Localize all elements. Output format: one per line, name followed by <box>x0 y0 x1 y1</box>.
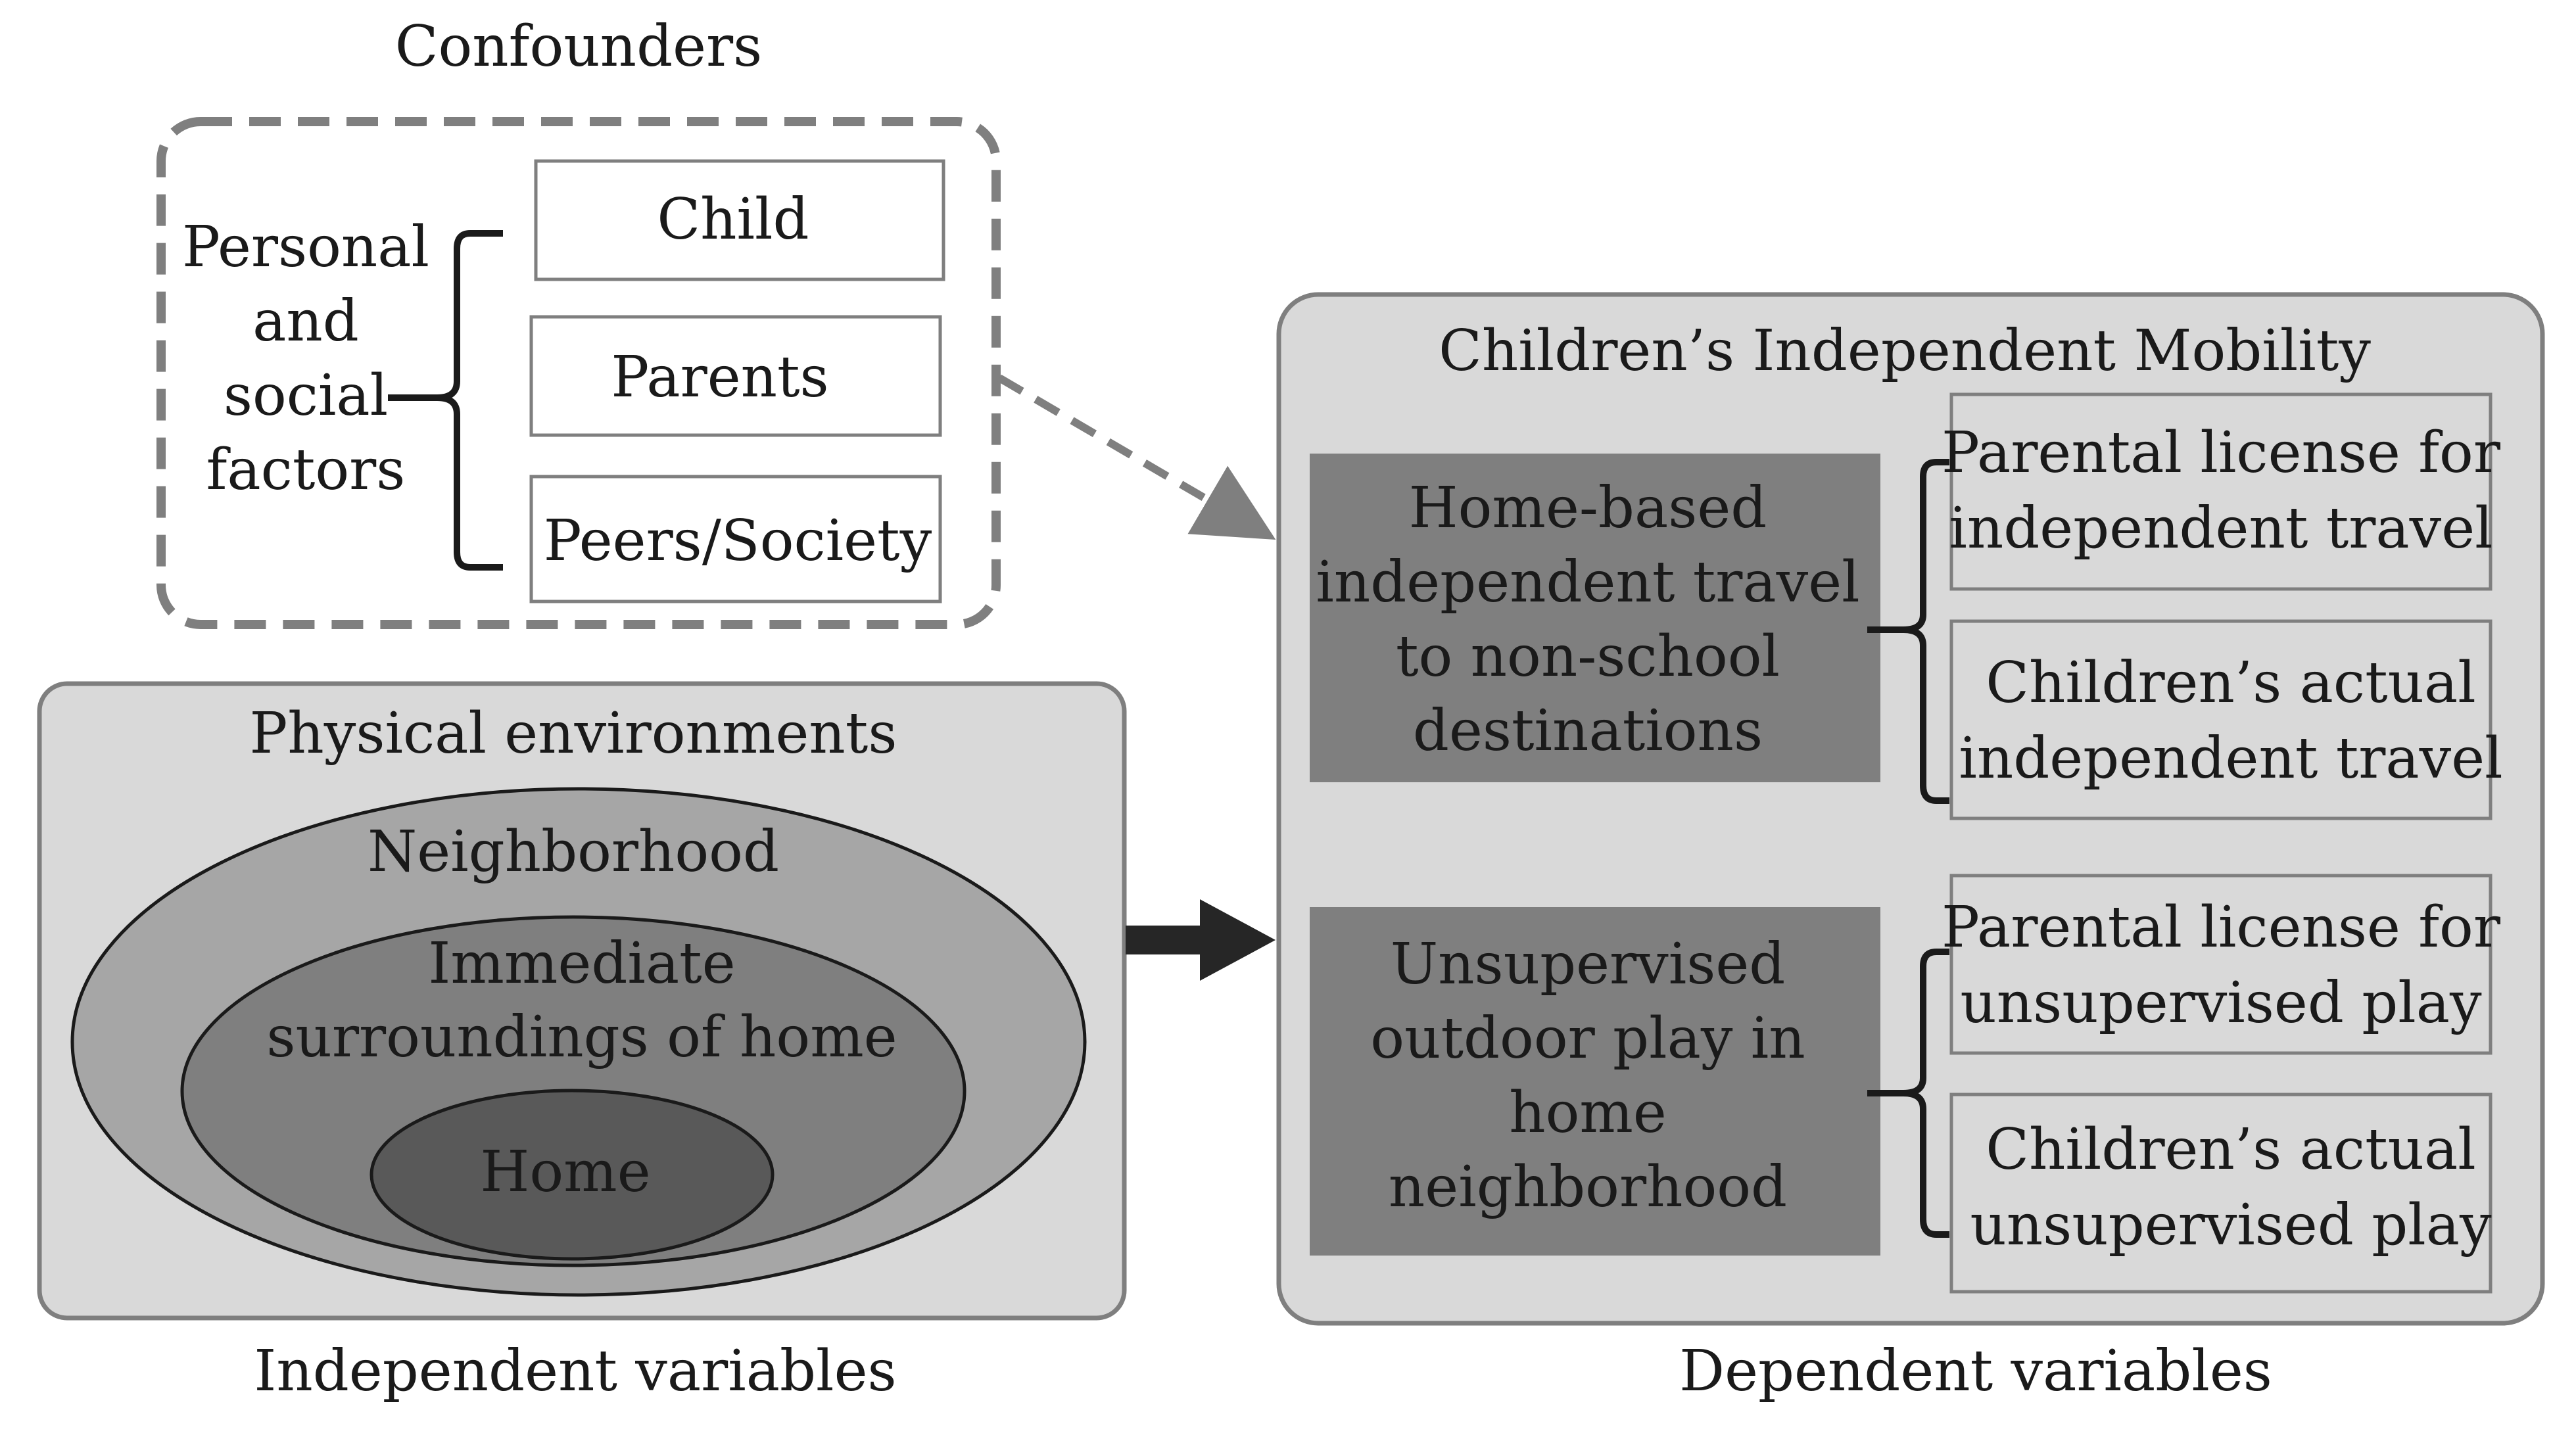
cim-group-label-line: home <box>1509 1080 1667 1146</box>
independent-variables-caption: Independent variables <box>254 1338 896 1404</box>
cim-group-label: Unsupervised outdoor play in home neighb… <box>1370 931 1805 1220</box>
cim-title: Children’s Independent Mobility <box>1439 318 2371 384</box>
cim-item-box <box>1949 392 2493 591</box>
confounders-brace <box>388 230 503 571</box>
cim-group-box <box>1310 907 1880 1256</box>
cim-item-line: Children’s actual <box>1986 650 2476 716</box>
confounders-group-label: Personal and social factors <box>182 214 429 503</box>
home-label: Home <box>480 1139 650 1205</box>
cim-group-box <box>1310 454 1880 782</box>
cim-item-line: unsupervised play <box>1970 1192 2492 1258</box>
cim-brace <box>1867 949 1949 1238</box>
cim-group-label-line: neighborhood <box>1389 1154 1787 1220</box>
main-arrow <box>1126 899 1276 981</box>
cim-group-label: Home-based independent travel to non-sch… <box>1316 475 1859 764</box>
immediate-surroundings-label: Immediate <box>428 931 735 997</box>
cim-group-label-line: outdoor play in <box>1370 1006 1805 1071</box>
confounder-box-peers <box>529 475 942 603</box>
physical-title: Physical environments <box>250 701 897 766</box>
dependent-variables-caption: Dependent variables <box>1679 1338 2272 1404</box>
confounder-box-parents <box>529 315 942 437</box>
immediate-surroundings-label: surroundings of home <box>266 1004 897 1070</box>
cim-group-label-line: destinations <box>1413 698 1763 764</box>
confounders-label-line: factors <box>206 437 406 503</box>
cim-item-box <box>1949 1093 2493 1294</box>
cim-item-box <box>1949 619 2493 820</box>
cim-item-line: independent travel <box>1959 726 2502 791</box>
cim-item-line: Parental license for <box>1942 895 2501 960</box>
cim-brace <box>1867 459 1949 804</box>
confounder-box-child <box>534 159 945 281</box>
home-ring <box>370 1089 775 1261</box>
confounder-label: Peers/Society <box>544 508 932 574</box>
cim-group-label-line: to non-school <box>1396 624 1780 690</box>
cim-item-box <box>1949 874 2493 1055</box>
cim-item-line: unsupervised play <box>1960 970 2482 1036</box>
confounders-title: Confounders <box>395 14 763 80</box>
cim-group-label-line: Home-based <box>1409 475 1767 541</box>
confounder-arrow <box>997 374 1276 540</box>
cim-item-line: Parental license for <box>1942 420 2501 486</box>
neighborhood-label: Neighborhood <box>368 819 779 885</box>
confounder-label: Parents <box>611 344 828 410</box>
cim-group-label-line: Unsupervised <box>1391 931 1786 997</box>
confounders-label-line: and <box>252 289 359 354</box>
confounders-label-line: social <box>224 363 388 429</box>
confounder-label: Child <box>657 187 809 252</box>
cim-item-line: Children’s actual <box>1986 1117 2476 1183</box>
cim-item-line: independent travel <box>1949 496 2493 561</box>
confounders-label-line: Personal <box>182 214 429 280</box>
cim-group-label-line: independent travel <box>1316 550 1859 615</box>
